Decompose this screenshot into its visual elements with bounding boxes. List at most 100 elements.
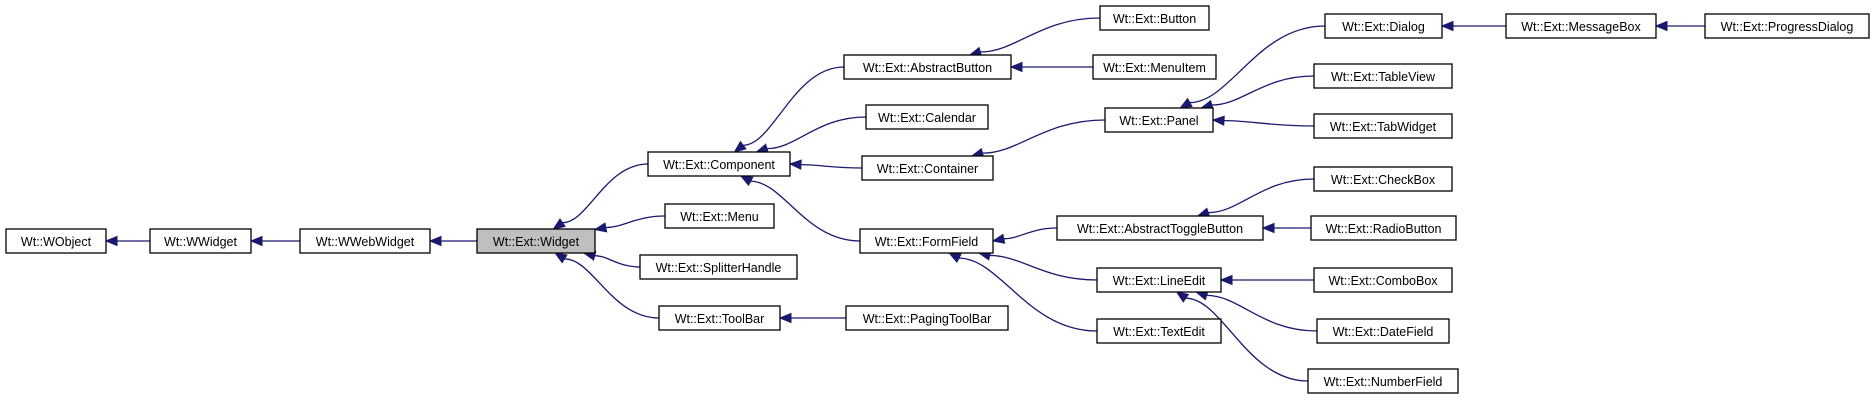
class-node-label: Wt::Ext::FormField [875,235,979,249]
inheritance-edge-panel-to-container [970,119,1106,159]
class-node-label: Wt::Ext::Component [663,158,775,172]
edge-arrowhead [1175,291,1190,303]
class-node-wwebwidget[interactable]: Wt::WWebWidget [299,228,431,254]
inheritance-edge-widget-to-wwebwidget [428,235,477,247]
class-node-label: Wt::Ext::DateField [1333,325,1434,339]
inheritance-edge-wwidget-to-wobject [104,235,150,247]
edge-arrowhead [552,218,566,230]
class-node-tabwidget[interactable]: Wt::Ext::TabWidget [1313,113,1453,139]
edge-arrowhead [428,235,442,247]
edge-arrowhead [554,252,568,264]
class-node-label: Wt::Ext::SplitterHandle [656,261,782,275]
inheritance-edge-combobox-to-lineedit [1219,274,1314,286]
class-node-box [1316,318,1450,344]
edge-line [767,116,867,150]
class-node-messagebox[interactable]: Wt::Ext::MessageBox [1505,13,1657,39]
edge-arrowhead [593,222,608,233]
edge-line [1185,297,1309,382]
class-node-component[interactable]: Wt::Ext::Component [647,151,791,177]
class-node-textedit[interactable]: Wt::Ext::TextEdit [1096,318,1222,344]
class-node-box [1310,215,1457,241]
inheritance-edge-numberfield-to-lineedit [1175,291,1309,382]
class-node-menuitem[interactable]: Wt::Ext::MenuItem [1092,54,1217,80]
class-node-box [1313,166,1453,192]
class-node-box [1096,318,1222,344]
inheritance-edge-splitterhandle-to-widget [582,250,641,268]
edge-arrowhead [991,233,1006,244]
class-node-label: Wt::Ext::CheckBox [1331,173,1436,187]
class-node-box [1313,267,1453,293]
edge-arrowhead [739,175,754,187]
class-node-label: Wt::WWebWidget [316,235,415,249]
class-node-combobox[interactable]: Wt::Ext::ComboBox [1313,267,1453,293]
inheritance-edge-dialog-to-panel [1179,25,1326,109]
class-node-splitterhandle[interactable]: Wt::Ext::SplitterHandle [639,254,798,280]
class-node-label: Wt::Ext::AbstractToggleButton [1077,222,1243,236]
edge-arrowhead [1261,222,1275,234]
class-node-progressdialog[interactable]: Wt::Ext::ProgressDialog [1704,13,1870,39]
class-node-radiobutton[interactable]: Wt::Ext::RadioButton [1310,215,1457,241]
class-node-pagingtoolbar[interactable]: Wt::Ext::PagingToolBar [845,305,1009,331]
inheritance-edge-button-to-abstractbutton [968,17,1101,57]
edge-line [1003,227,1058,240]
class-node-box [1099,5,1210,31]
inheritance-edge-abstracttogglebutton-to-formfield [991,227,1058,244]
edge-arrowhead [1440,20,1454,32]
class-node-label: Wt::Ext::TabWidget [1330,120,1437,134]
edge-line [605,215,666,229]
class-node-label: Wt::Ext::TextEdit [1113,325,1205,339]
class-node-box [845,305,1009,331]
class-node-label: Wt::Ext::Widget [493,235,580,249]
class-node-button[interactable]: Wt::Ext::Button [1099,5,1210,31]
class-node-box [1104,107,1214,133]
inheritance-edge-formfield-to-component [739,175,861,242]
class-node-abstractbutton[interactable]: Wt::Ext::AbstractButton [843,54,1012,80]
class-node-calendar[interactable]: Wt::Ext::Calendar [865,104,989,130]
class-node-widget[interactable]: Wt::Ext::Widget [476,228,596,254]
class-node-box [1704,13,1870,39]
class-node-lineedit[interactable]: Wt::Ext::LineEdit [1096,267,1222,293]
class-node-tableview[interactable]: Wt::Ext::TableView [1313,63,1453,89]
class-node-checkbox[interactable]: Wt::Ext::CheckBox [1313,166,1453,192]
edge-line [1223,120,1315,127]
edge-arrowhead [733,140,747,153]
edge-line [958,257,1098,332]
inheritance-edge-tableview-to-panel [1200,75,1315,110]
edge-line [594,255,641,268]
class-node-label: Wt::Ext::TableView [1331,70,1436,84]
class-node-menu[interactable]: Wt::Ext::Menu [664,203,775,229]
class-node-label: Wt::Ext::MenuItem [1103,61,1206,75]
class-node-panel[interactable]: Wt::Ext::Panel [1104,107,1214,133]
class-node-dialog[interactable]: Wt::Ext::Dialog [1324,13,1443,39]
class-node-wwidget[interactable]: Wt::WWidget [149,228,252,254]
class-node-numberfield[interactable]: Wt::Ext::NumberField [1307,368,1459,394]
class-node-label: Wt::WObject [21,235,92,249]
class-node-box [843,54,1012,80]
class-node-label: Wt::Ext::Calendar [878,111,976,125]
class-node-box [1313,113,1453,139]
edge-arrowhead [1654,20,1668,32]
inheritance-edge-radiobutton-to-abstracttogglebutton [1261,222,1311,234]
inheritance-edge-progressdialog-to-messagebox [1654,20,1705,32]
edge-line [562,163,649,224]
inheritance-edge-abstractbutton-to-component [733,66,845,153]
inheritance-edge-wwebwidget-to-wwidget [249,235,300,247]
class-node-abstracttogglebutton[interactable]: Wt::Ext::AbstractToggleButton [1056,215,1264,241]
inheritance-edge-datefield-to-lineedit [1194,290,1318,332]
class-node-formfield[interactable]: Wt::Ext::FormField [859,228,994,254]
inheritance-edge-menu-to-widget [593,215,666,233]
class-node-container[interactable]: Wt::Ext::Container [861,155,994,181]
class-node-wobject[interactable]: Wt::WObject [5,228,107,254]
edge-arrowhead [1179,97,1193,109]
edge-arrowhead [948,252,962,264]
class-node-box [1092,54,1217,80]
edge-line [564,258,660,319]
class-node-toolbar[interactable]: Wt::Ext::ToolBar [658,305,781,331]
edge-arrowhead [1219,274,1233,286]
class-node-box [664,203,775,229]
class-node-label: Wt::Ext::MessageBox [1521,20,1641,34]
class-node-label: Wt::Ext::RadioButton [1325,222,1441,236]
class-node-datefield[interactable]: Wt::Ext::DateField [1316,318,1450,344]
class-node-box [859,228,994,254]
